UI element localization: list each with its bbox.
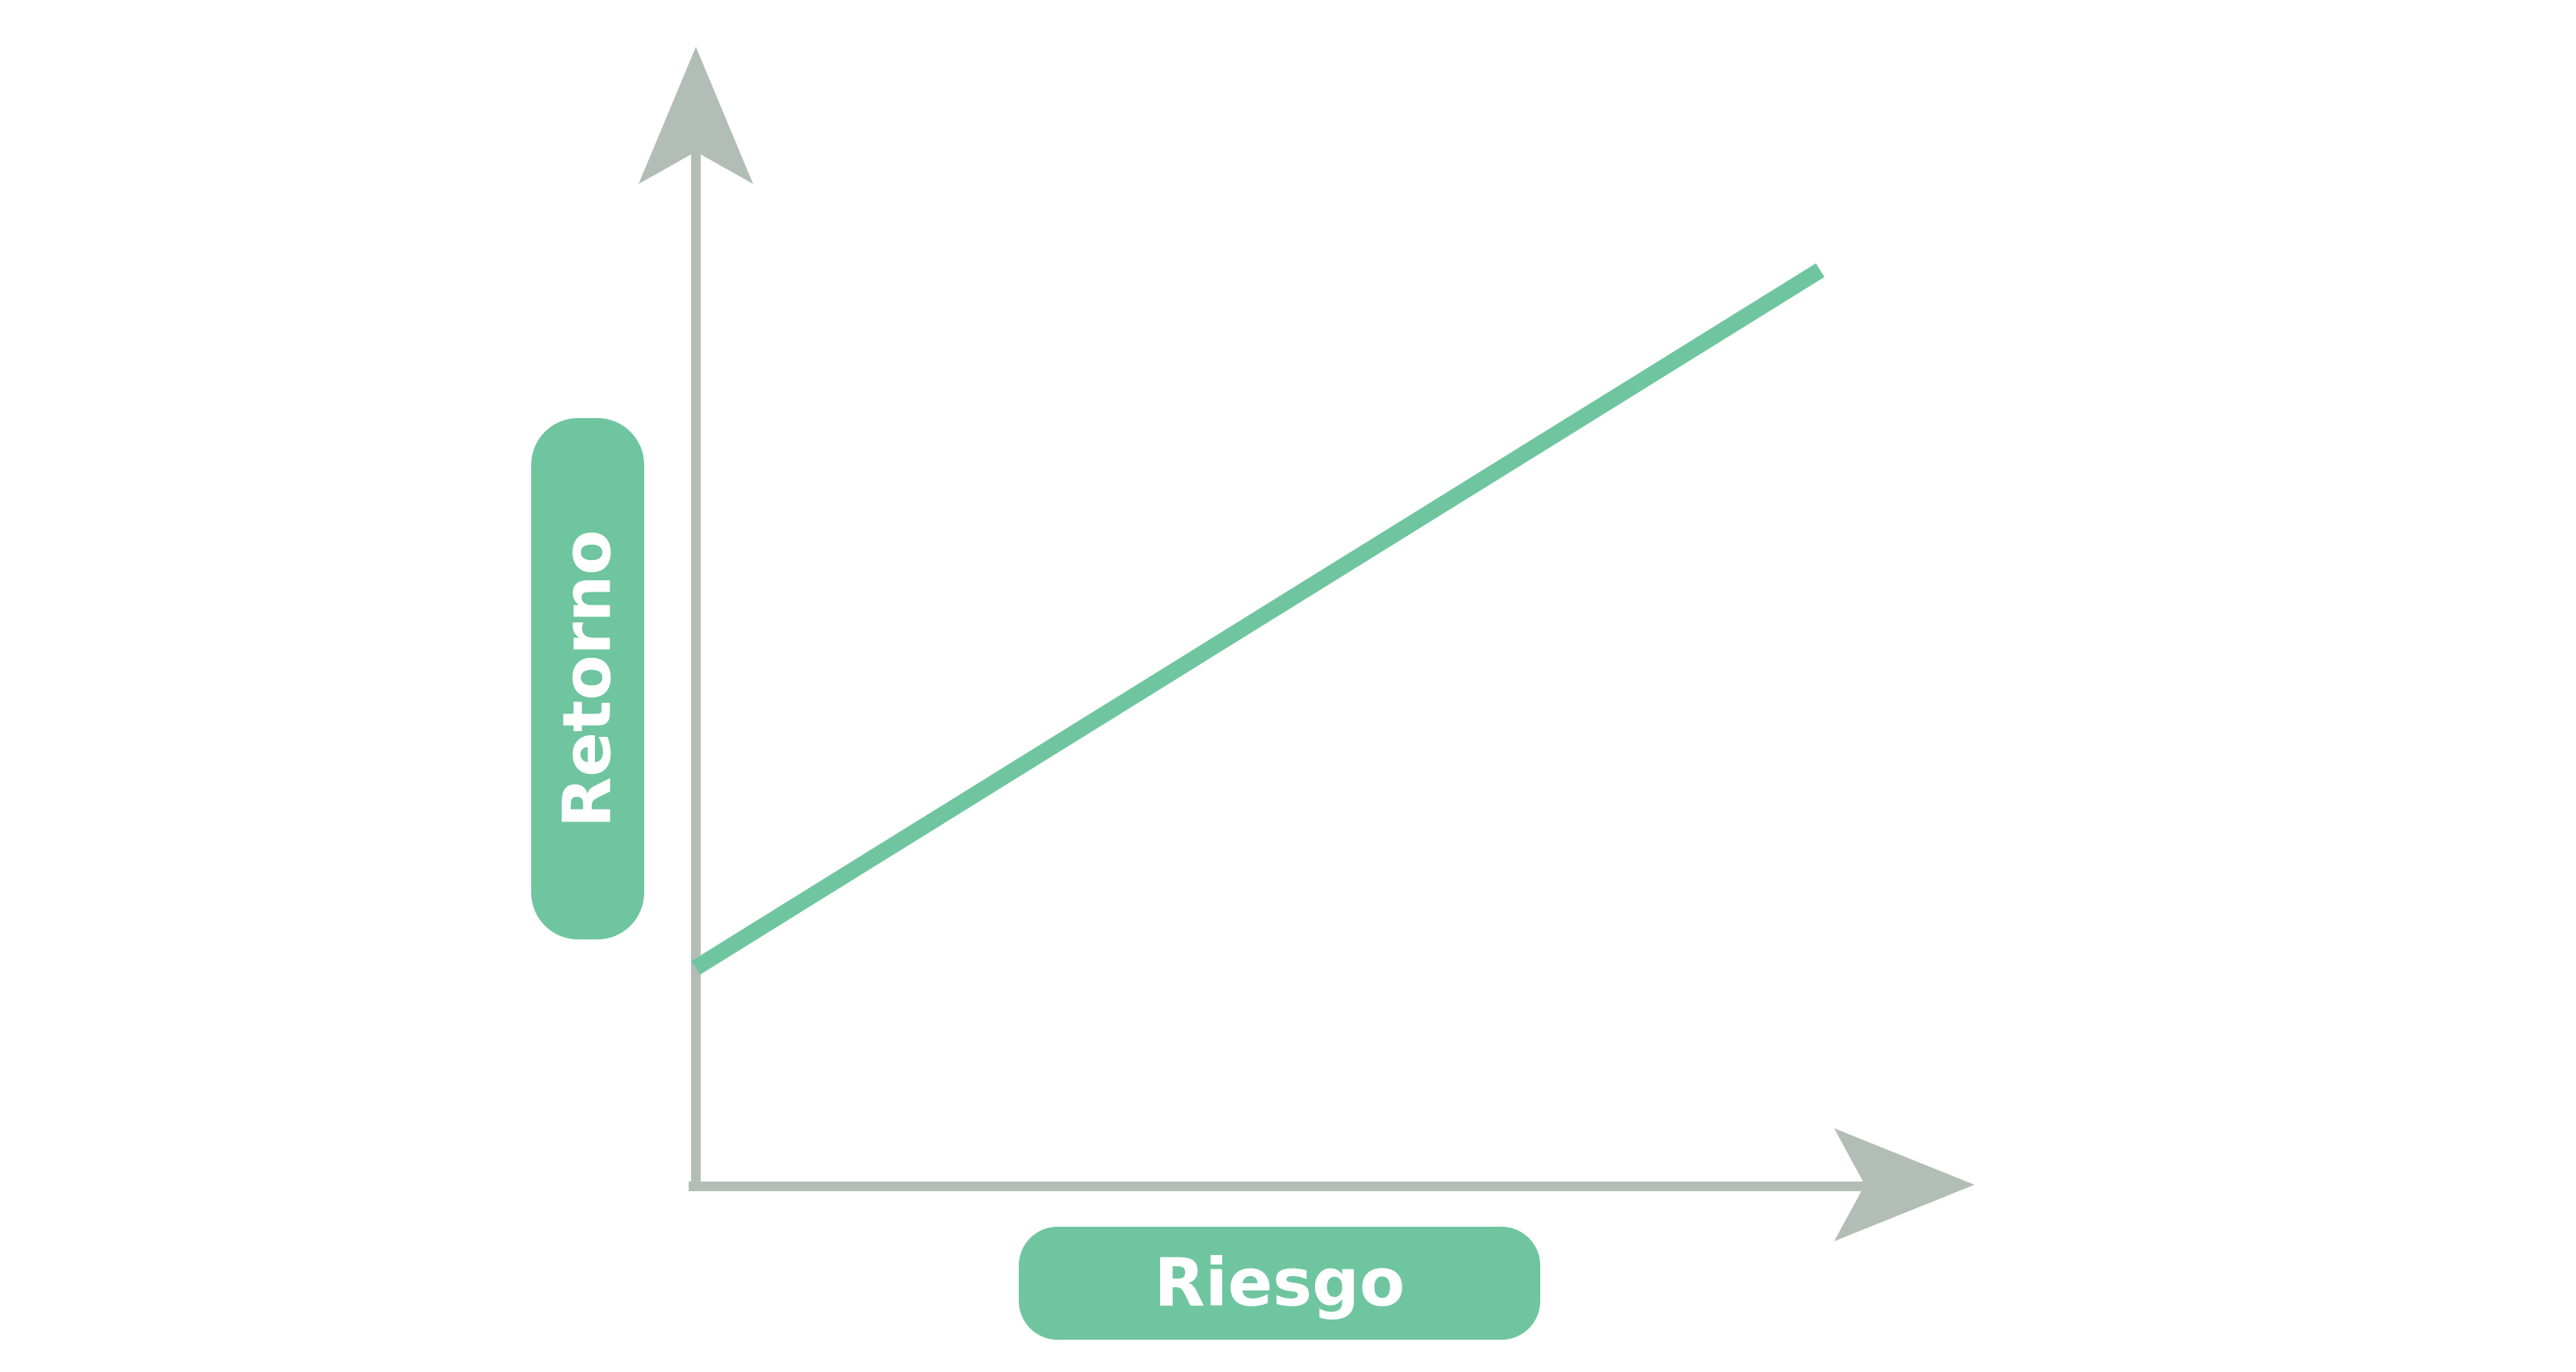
x-axis-label: Riesgo xyxy=(1154,1245,1405,1322)
x-axis-label-background xyxy=(1019,1227,1540,1340)
x-axis-label-pill: Riesgo xyxy=(1019,1227,1540,1340)
series-layer xyxy=(691,263,1824,975)
series-line-0 xyxy=(691,263,1824,975)
y-axis-label-background xyxy=(531,418,644,939)
plot-area xyxy=(639,47,1975,1241)
y-axis-label: Retorno xyxy=(550,529,626,827)
x-axis-arrowhead xyxy=(1834,1128,1975,1241)
y-axis-arrowhead xyxy=(639,47,753,184)
y-axis-label-pill: Retorno xyxy=(531,418,644,939)
